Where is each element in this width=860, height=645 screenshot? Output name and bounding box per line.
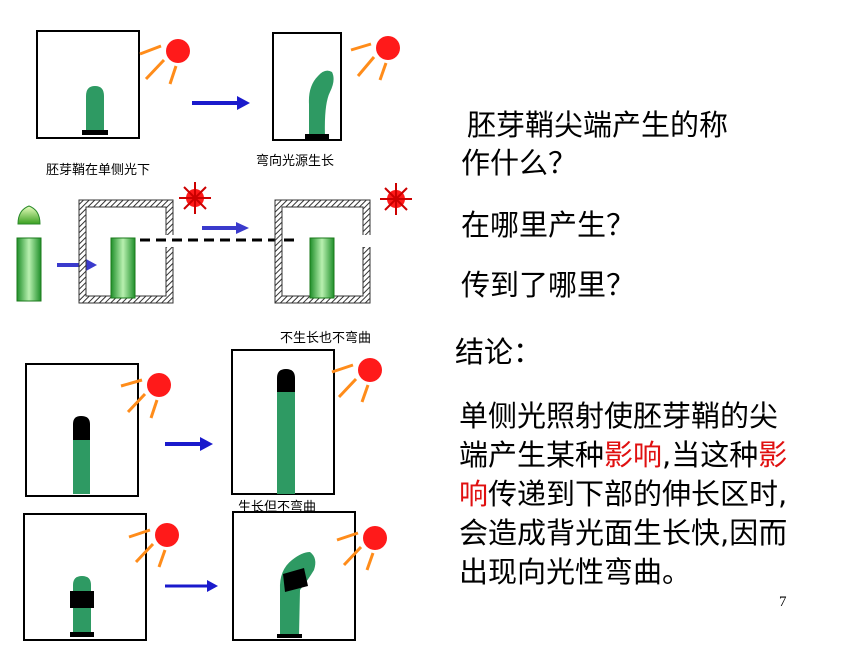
caption-unilateral-light: 胚芽鞘在单侧光下: [46, 163, 151, 178]
sun-icon: [336, 526, 387, 571]
arrow-right-icon: [192, 96, 250, 110]
coleoptile-tip-icon: [16, 205, 42, 302]
arrow-right-icon: [165, 580, 218, 592]
conclusion-line-3: 响传递到下部的伸长区时,: [459, 475, 787, 513]
highlight-text: 影响: [604, 438, 663, 472]
conclusion-line-5: 出现向光性弯曲。: [459, 555, 692, 589]
conclusion-text: ,当这种: [662, 438, 759, 472]
dark-box-1: [78, 199, 176, 304]
conclusion-text: 端产生某种: [459, 438, 605, 472]
arrow-right-icon: [165, 437, 213, 451]
sun-icon: [128, 523, 179, 568]
experiment-4-box-before: [23, 513, 147, 641]
sun-icon: [350, 36, 400, 81]
conclusion-line-4: 会造成背光面生长快,因而: [459, 516, 788, 550]
caption-growth-no-bend: 生长但不弯曲: [238, 500, 317, 515]
conclusion-text: 传递到下部的伸长区时,: [488, 477, 788, 511]
experiment-1-box-before: [36, 30, 140, 139]
experiment-4-box-after: [232, 511, 356, 641]
caption-bend-toward-light: 弯向光源生长: [256, 154, 335, 169]
sun-icon: [120, 373, 171, 419]
sun-icon: [139, 39, 190, 85]
experiment-3-box-after: [231, 349, 335, 495]
page-number: 7: [779, 594, 787, 610]
conclusion-line-2: 端产生某种影响,当这种影: [459, 436, 787, 474]
experiment-1-box-after: [272, 32, 342, 141]
conclusion-label: 结论：: [455, 335, 543, 369]
arrow-right-icon: [57, 259, 97, 271]
sun-burst-icon: [179, 182, 211, 214]
dark-box-2: [274, 199, 373, 304]
caption-no-growth-no-bend: 不生长也不弯曲: [280, 331, 372, 346]
light-direction-line: [140, 222, 300, 242]
sun-icon: [331, 358, 382, 403]
experiment-3-box-before: [25, 363, 139, 497]
highlight-text: 影: [758, 438, 788, 472]
sun-burst-icon: [380, 183, 412, 215]
question-3: 传到了哪里？: [461, 268, 636, 302]
conclusion-line-1: 单侧光照射使胚芽鞘的尖: [459, 399, 779, 433]
highlight-text: 响: [459, 477, 489, 511]
question-1-line-1: 胚芽鞘尖端产生的称: [467, 108, 729, 142]
question-2: 在哪里产生？: [461, 208, 636, 242]
question-1-line-2: 作什么？: [461, 146, 578, 180]
